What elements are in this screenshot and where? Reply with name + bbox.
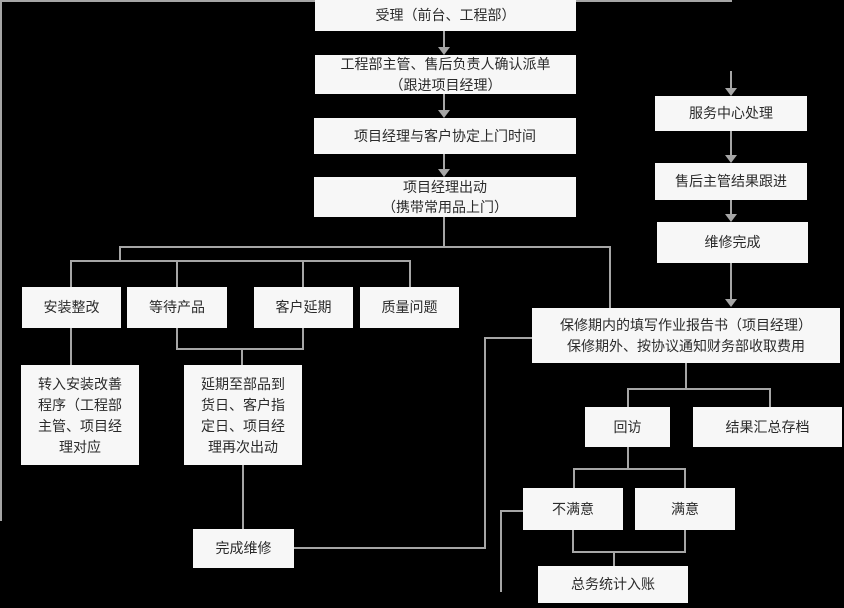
node-aftersales-followup: 售后主管结果跟进 (655, 163, 807, 200)
connector-postpone-finish (242, 465, 244, 529)
connector-split-archive (769, 388, 771, 407)
connector-unsat-in (573, 468, 575, 488)
connector-service-followup (730, 131, 732, 155)
node-unsatisfied: 不满意 (523, 488, 623, 530)
connector-intake-dispatch (443, 31, 445, 47)
connector-complete-report (730, 263, 732, 299)
connector-finish-report (484, 337, 532, 339)
arrow-down-icon (438, 169, 450, 177)
connector-stub-delay (302, 260, 304, 287)
connector-accounting-in (613, 551, 615, 566)
connector-followup-complete (730, 200, 732, 214)
connector-feedback-left (0, 0, 2, 521)
connector-branch-rail (70, 260, 411, 262)
node-postpone-redispatch: 延期至部品到货日、客户指定日、项目经理再次出动 (184, 365, 302, 465)
connector-finish-up (484, 337, 486, 549)
connector-split-visit (627, 388, 629, 407)
connector-unsatisfied-loop (500, 510, 502, 592)
node-pm-dispatch: 项目经理出动 （携带常用品上门） (314, 177, 576, 217)
node-quality-issue: 质量问题 (360, 287, 459, 328)
arrow-down-icon (438, 110, 450, 118)
node-work-report: 保修期内的填写作业报告书（项目经理） 保修期外、按协议通知财务部收取费用 (532, 308, 840, 363)
node-customer-delay: 客户延期 (254, 287, 353, 328)
connector-stub-install (70, 260, 72, 287)
connector-to-report (609, 246, 611, 308)
arrow-down-icon (725, 214, 737, 222)
connector-sat-out (684, 530, 686, 553)
node-install-rework: 安装整改 (22, 287, 121, 328)
connector-await-down (176, 328, 178, 350)
connector-sat-in (684, 468, 686, 488)
arrow-down-icon (725, 299, 737, 307)
connector-branch-elbow (119, 246, 121, 262)
connector-unsat-out (572, 530, 574, 553)
node-accounting: 总务统计入账 (538, 566, 688, 603)
node-schedule-visit: 项目经理与客户协定上门时间 (314, 118, 576, 154)
connector-dispatch-right (576, 0, 732, 2)
connector-report-split (627, 388, 771, 390)
connector-dispatch-schedule (443, 94, 445, 110)
node-archive: 结果汇总存档 (693, 407, 842, 447)
node-service-center: 服务中心处理 (655, 96, 807, 131)
connector-visit-down (627, 447, 629, 469)
node-await-product: 等待产品 (127, 287, 227, 328)
connector-branch-main (119, 246, 611, 248)
connector-merge-delay (176, 348, 304, 350)
connector-result-merge (572, 551, 686, 553)
connector-install-down (70, 328, 72, 365)
connector-delay-down (302, 328, 304, 350)
connector-dispatch-down (443, 217, 445, 248)
connector-visit-split (573, 468, 686, 470)
connector-stub-quality (409, 260, 411, 287)
node-dispatch-confirm: 工程部主管、售后负责人确认派单 （跟进项目经理） (315, 55, 576, 94)
node-intake: 受理（前台、工程部） (315, 0, 576, 31)
connector-stub-await (176, 260, 178, 287)
connector-unsatisfied-stub (500, 510, 523, 512)
node-install-improvement: 转入安装改善程序（工程部主管、项目经理对应 (21, 365, 139, 465)
connector-schedule-pmdispatch (443, 154, 445, 169)
connector-report-down (685, 363, 687, 390)
arrow-down-icon (725, 155, 737, 163)
connector-to-servicecenter (730, 71, 732, 88)
arrow-down-icon (438, 47, 450, 55)
arrow-down-icon (725, 88, 737, 96)
connector-merge-down (241, 348, 243, 365)
node-return-visit: 回访 (585, 407, 670, 447)
node-satisfied: 满意 (635, 488, 735, 530)
connector-feedback-bottom (0, 0, 502, 2)
connector-finish-right (294, 547, 486, 549)
node-finish-repair: 完成维修 (193, 529, 294, 568)
node-repair-complete: 维修完成 (657, 222, 808, 263)
